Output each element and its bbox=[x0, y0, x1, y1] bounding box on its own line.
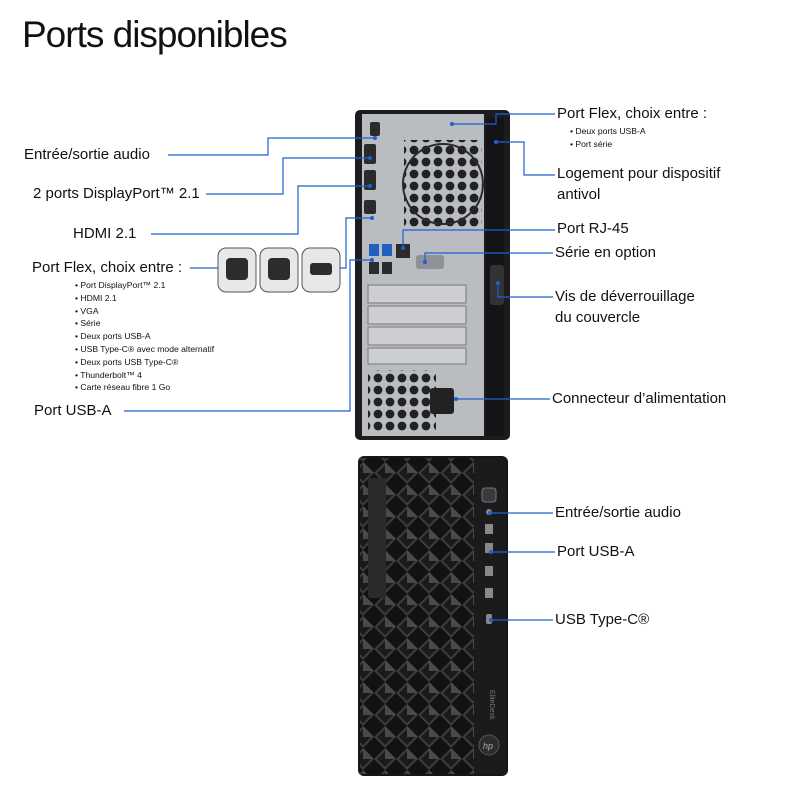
label-lock-slot-1: Logement pour dispositif bbox=[557, 165, 721, 182]
flex-option: USB Type-C® avec mode alternatif bbox=[75, 343, 214, 356]
label-rear-usb: Port USB-A bbox=[34, 402, 112, 419]
rear-usb-3 bbox=[369, 262, 379, 274]
rear-usb-4 bbox=[382, 262, 392, 274]
rear-displayport-2 bbox=[364, 170, 376, 190]
leader-flex-icons bbox=[340, 217, 372, 269]
flex-top-options-list: Deux ports USB-A Port série bbox=[570, 125, 646, 151]
leader-rear-usb bbox=[124, 259, 372, 412]
flex-option: Thunderbolt™ 4 bbox=[75, 369, 214, 382]
rear-usb-2 bbox=[382, 244, 392, 256]
flex-option: HDMI 2.1 bbox=[75, 292, 214, 305]
rear-rj45 bbox=[396, 244, 410, 258]
rear-serial-option bbox=[416, 255, 444, 269]
flex-option: Série bbox=[75, 317, 214, 330]
rear-audio-jack bbox=[370, 122, 380, 136]
rear-hdmi bbox=[364, 200, 376, 214]
front-usb-a-4 bbox=[485, 588, 493, 598]
label-screw-2: du couvercle bbox=[555, 309, 641, 326]
label-rear-audio: Entrée/sortie audio bbox=[24, 146, 150, 163]
flex-options-list: Port DisplayPort™ 2.1 HDMI 2.1 VGA Série… bbox=[75, 279, 214, 394]
front-usb-a-2 bbox=[485, 543, 493, 553]
label-serial: Série en option bbox=[555, 244, 656, 261]
power-button-icon[interactable] bbox=[481, 487, 497, 503]
flex-option: Carte réseau fibre 1 Go bbox=[75, 381, 214, 394]
leader-screw bbox=[497, 283, 553, 298]
flex-port-icons bbox=[217, 247, 341, 293]
label-hdmi: HDMI 2.1 bbox=[73, 225, 137, 242]
expansion-slot-1 bbox=[367, 284, 467, 304]
expansion-slot-2 bbox=[367, 305, 467, 325]
hp-logo-icon bbox=[478, 734, 500, 756]
rear-usb-1 bbox=[369, 244, 379, 256]
expansion-slot-3 bbox=[367, 326, 467, 346]
cover-release-screw bbox=[490, 265, 504, 305]
label-front-audio: Entrée/sortie audio bbox=[555, 504, 681, 521]
leader-lines bbox=[124, 113, 555, 621]
leader-flex-top bbox=[452, 113, 555, 125]
leader-dots bbox=[368, 122, 500, 622]
label-lock-slot-2: antivol bbox=[557, 186, 601, 203]
hp-logo-text: hp bbox=[483, 741, 493, 751]
label-front-usb: Port USB-A bbox=[557, 543, 635, 560]
leader-hdmi bbox=[151, 185, 370, 235]
fan-grille-top bbox=[404, 140, 482, 228]
front-tower: EliteDesk hp bbox=[358, 456, 508, 776]
label-flex-top: Port Flex, choix entre : bbox=[557, 105, 708, 122]
label-flex-left: Port Flex, choix entre : bbox=[32, 259, 183, 276]
leader-lock-slot bbox=[496, 141, 555, 176]
front-usb-a-1 bbox=[485, 524, 493, 534]
leader-rj45 bbox=[402, 229, 555, 248]
leader-rear-audio bbox=[168, 137, 375, 156]
label-screw-1: Vis de déverrouillage bbox=[555, 288, 695, 305]
label-displayport: 2 ports DisplayPort™ 2.1 bbox=[33, 185, 200, 202]
flex-option: Deux ports USB Type-C® bbox=[75, 356, 214, 369]
flex-option: Deux ports USB-A bbox=[75, 330, 214, 343]
flex-top-option: Deux ports USB-A bbox=[570, 125, 645, 138]
optical-drive-slot bbox=[368, 478, 386, 598]
front-brand-text: EliteDesk bbox=[488, 690, 495, 720]
label-rj45: Port RJ-45 bbox=[557, 220, 629, 237]
leader-serial bbox=[424, 252, 553, 262]
leader-displayport bbox=[206, 157, 370, 195]
flex-top-option: Port série bbox=[570, 138, 646, 151]
psu-fan-grille bbox=[368, 370, 436, 432]
power-connector bbox=[430, 388, 454, 414]
expansion-slot-4 bbox=[367, 347, 467, 365]
front-usb-a-3 bbox=[485, 566, 493, 576]
flex-option: Port DisplayPort™ 2.1 bbox=[75, 279, 214, 292]
rear-tower bbox=[355, 110, 510, 440]
label-power: Connecteur d’alimentation bbox=[552, 390, 727, 407]
rear-displayport-1 bbox=[364, 144, 376, 164]
flex-option: VGA bbox=[75, 305, 214, 318]
label-front-usbc: USB Type-C® bbox=[555, 611, 650, 628]
page-title: Ports disponibles bbox=[22, 14, 288, 55]
